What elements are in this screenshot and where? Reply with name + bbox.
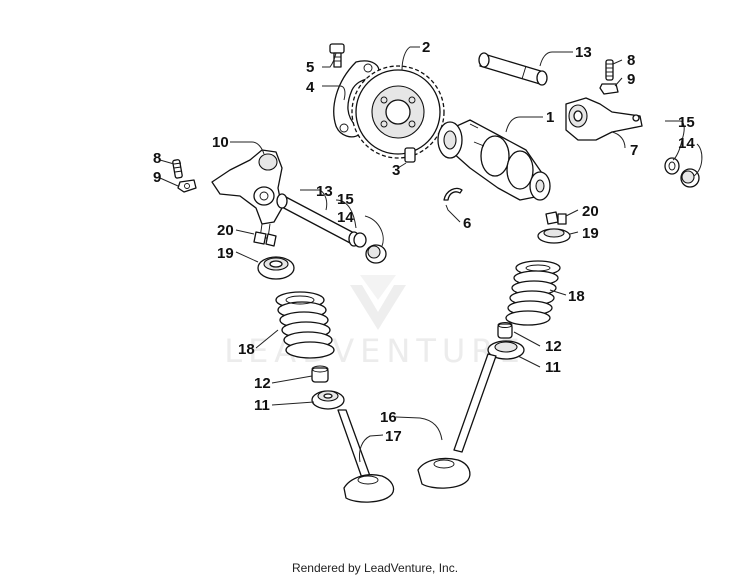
part-12-seal-left[interactable] [311,365,329,383]
callout-9-right[interactable]: 9 [627,71,635,88]
callout-13-upper[interactable]: 13 [575,44,592,61]
part-5-bolt[interactable] [329,43,345,68]
callout-3[interactable]: 3 [392,162,400,179]
watermark-text: LEADVENTURE [224,332,525,370]
part-15-cap-right[interactable] [664,157,680,175]
part-7-rocker-arm[interactable] [565,97,643,141]
callout-16[interactable]: 16 [380,409,397,426]
part-18-spring-right[interactable] [505,260,561,326]
callout-14-left[interactable]: 14 [337,209,354,226]
part-19-retainer-right[interactable] [537,228,571,244]
part-11-seat-left[interactable] [311,390,345,410]
part-3-pin[interactable] [404,147,416,163]
part-18-spring-left[interactable] [275,291,335,359]
callout-1[interactable]: 1 [546,109,554,126]
part-9-nut-left[interactable] [177,179,197,193]
callout-13-lower[interactable]: 13 [316,183,333,200]
callout-19-left[interactable]: 19 [217,245,234,262]
part-13-shaft-upper[interactable] [478,52,548,86]
part-20-keepers-left[interactable] [253,231,277,247]
callout-15-right[interactable]: 15 [678,114,695,131]
callout-9-left[interactable]: 9 [153,169,161,186]
callout-14-right[interactable]: 14 [678,135,695,152]
part-17-valve[interactable] [337,409,395,503]
callout-18-right[interactable]: 18 [568,288,585,305]
part-19-retainer-left[interactable] [257,256,295,280]
part-14-plug-left[interactable] [365,244,387,264]
part-20-keepers-right[interactable] [545,211,567,225]
part-11-seat-right[interactable] [487,340,525,360]
callout-10[interactable]: 10 [212,134,229,151]
leader-lines [159,46,703,463]
callout-8-left[interactable]: 8 [153,150,161,167]
callout-20-right[interactable]: 20 [582,203,599,220]
callout-19-right[interactable]: 19 [582,225,599,242]
callout-15-left[interactable]: 15 [337,191,354,208]
callout-18-left[interactable]: 18 [238,341,255,358]
footer-credit: Rendered by LeadVenture, Inc. [291,561,459,575]
callout-11-left[interactable]: 11 [254,397,270,414]
callout-labels: 1 2 3 4 5 6 7 8 9 15 14 13 10 8 9 13 15 … [153,39,695,445]
part-2-sprocket[interactable] [351,65,445,159]
callout-12-right[interactable]: 12 [545,338,562,355]
part-1-camshaft[interactable] [437,119,551,201]
callout-7[interactable]: 7 [630,142,638,159]
callout-4[interactable]: 4 [306,79,315,96]
part-14-plug-right[interactable] [680,168,700,188]
callout-11-right[interactable]: 11 [545,359,561,376]
part-6-clip[interactable] [443,187,463,201]
callout-20-left[interactable]: 20 [217,222,234,239]
callout-17[interactable]: 17 [385,428,402,445]
callout-5[interactable]: 5 [306,59,314,76]
part-12-seal-right[interactable] [497,322,513,339]
part-16-valve[interactable] [417,353,497,489]
watermark: LEADVENTURE [224,275,525,370]
part-8-screw-left[interactable] [172,159,183,179]
callout-2[interactable]: 2 [422,39,430,56]
part-8-screw-right[interactable] [605,59,614,81]
callout-8-right[interactable]: 8 [627,52,635,69]
part-9-nut-right[interactable] [599,83,619,95]
part-15-cap-left[interactable] [353,232,367,248]
callout-6[interactable]: 6 [463,215,471,232]
callout-12-left[interactable]: 12 [254,375,271,392]
